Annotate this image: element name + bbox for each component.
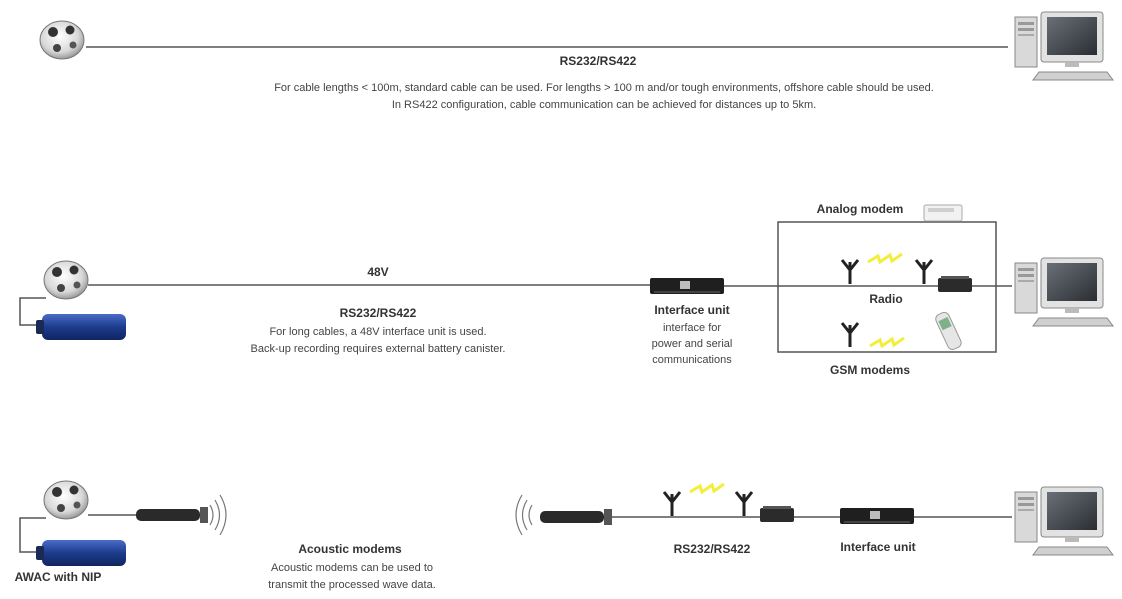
row3-soundwave-right-icon: [209, 494, 227, 536]
row2-note-line2: Back-up recording requires external batt…: [250, 343, 506, 355]
row3-antenna-left-icon: [662, 490, 682, 518]
row3-computer-icon: [1014, 486, 1114, 556]
row3-acoustic-modem-left-icon: [136, 507, 208, 523]
row3-lightning-icon: [688, 482, 726, 494]
interface-unit-desc-3: communications: [652, 354, 732, 366]
row3-battery-icon: [36, 540, 126, 566]
row3-antenna-right-icon: [734, 490, 754, 518]
row3-awac-icon: [43, 480, 89, 520]
row1-awac-icon: [39, 20, 85, 60]
analog-modem-label: Analog modem: [812, 202, 908, 216]
row2-link-label: RS232/RS422: [339, 306, 417, 320]
row3-acoustic-modem-right-icon: [540, 509, 612, 525]
row1-note-line2: In RS422 configuration, cable communicat…: [391, 99, 817, 111]
row1-link-label: RS232/RS422: [559, 54, 637, 68]
gsm-phone-icon: [935, 311, 962, 350]
radio-box-icon: [938, 276, 972, 292]
row3-interface-unit-icon: [840, 508, 914, 524]
row3-link-label: RS232/RS422: [673, 542, 751, 556]
gsm-link-line: [777, 286, 997, 353]
row2-awac-icon: [43, 260, 89, 300]
row3-interface-unit-label: Interface unit: [840, 540, 916, 554]
interface-unit-desc-2: power and serial: [651, 338, 733, 350]
radio-antenna-left-icon: [840, 258, 860, 286]
radio-lightning-icon: [866, 252, 904, 264]
radio-label: Radio: [869, 292, 903, 306]
analog-link-line: [777, 221, 997, 286]
row2-interface-unit-icon: [650, 278, 724, 294]
row2-battery-icon: [36, 314, 126, 340]
row1-computer-icon: [1014, 11, 1114, 81]
row2-computer-icon: [1014, 257, 1114, 327]
gsm-modems-label: GSM modems: [829, 363, 911, 377]
row1-note-line1: For cable lengths < 100m, standard cable…: [274, 82, 934, 94]
radio-antenna-right-icon: [914, 258, 934, 286]
awac-nip-label: AWAC with NIP: [14, 570, 102, 584]
analog-modem-icon: [923, 204, 963, 222]
acoustic-desc-line1: Acoustic modems can be used to: [270, 562, 434, 574]
row3-radio-box-icon: [760, 506, 794, 522]
interface-unit-desc-1: interface for: [662, 322, 722, 334]
gsm-antenna-icon: [840, 321, 860, 349]
row2-voltage-label: 48V: [367, 265, 389, 279]
acoustic-modems-title: Acoustic modems: [298, 542, 402, 556]
acoustic-desc-line2: transmit the processed wave data.: [268, 579, 436, 591]
interface-unit-title: Interface unit: [654, 303, 730, 317]
gsm-lightning-icon: [868, 336, 906, 348]
row2-note-line1: For long cables, a 48V interface unit is…: [269, 326, 487, 338]
row3-soundwave-left-icon: [515, 494, 533, 536]
